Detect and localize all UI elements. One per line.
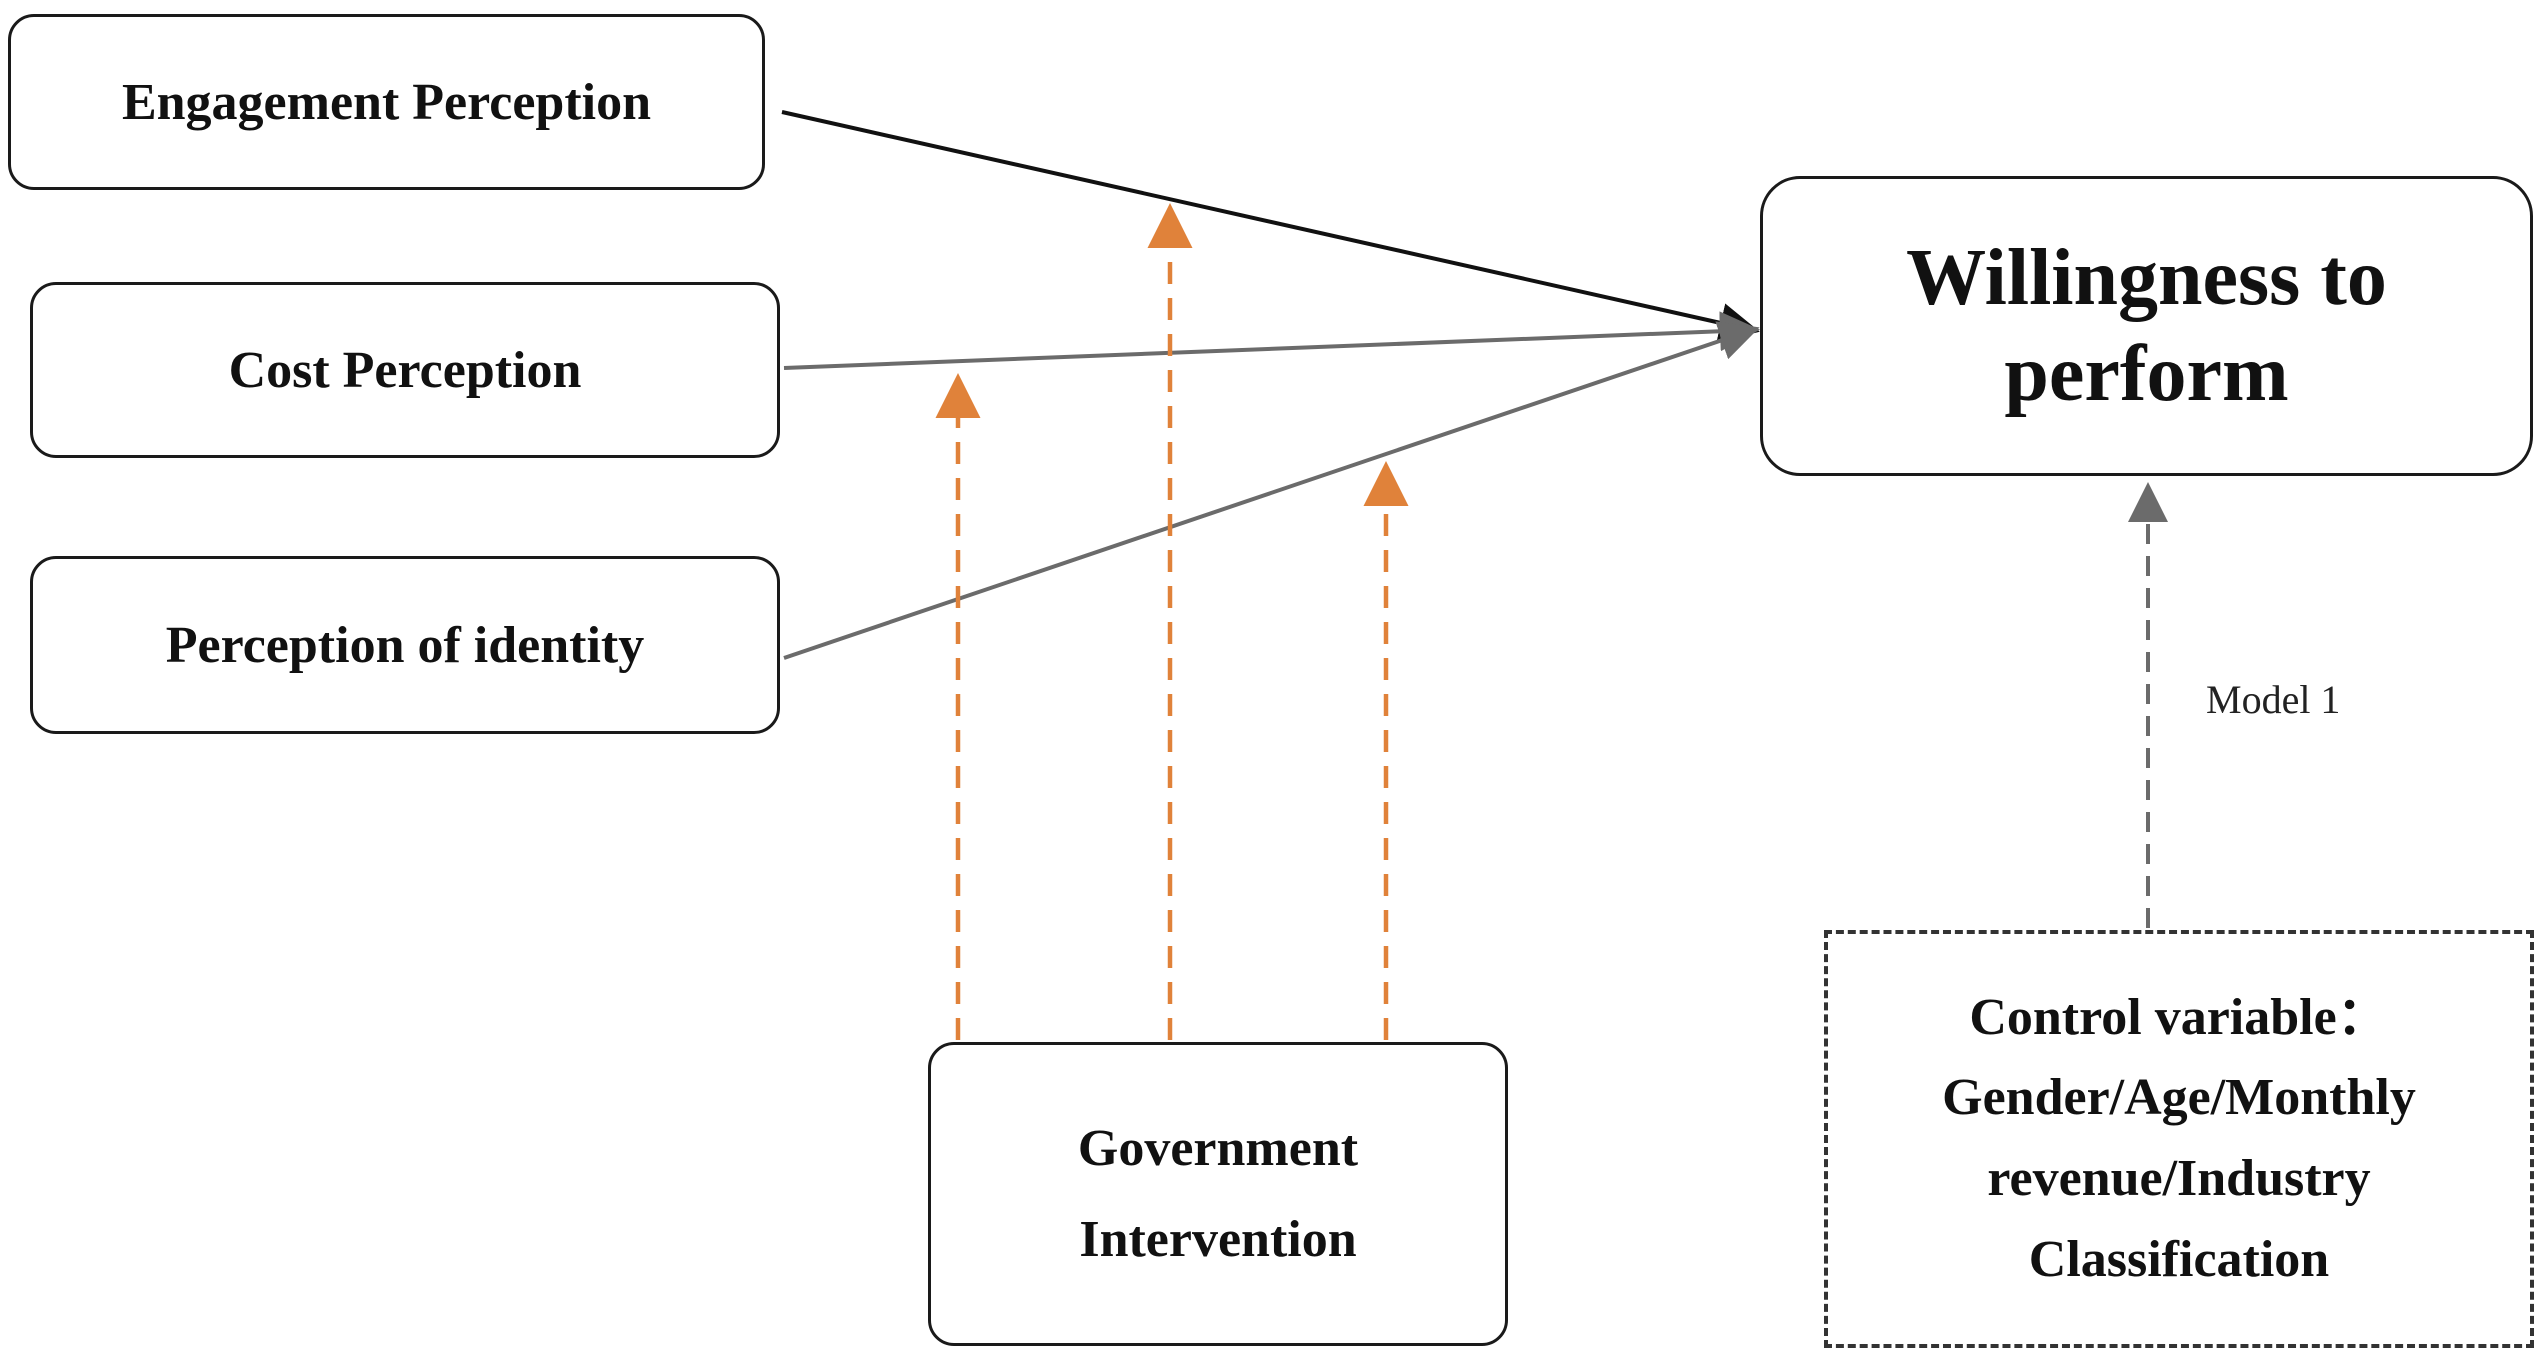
edge-identity-to-willingness [783, 321, 1760, 660]
node-control-label-line4: Classification [2028, 1230, 2330, 1288]
node-willingness-label-line1: Willingness to [1906, 234, 2387, 322]
node-perception-of-identity: Perception of identity [30, 556, 780, 734]
node-identity-label: Perception of identity [165, 616, 645, 674]
node-willingness-to-perform: Willingness to perform [1760, 176, 2533, 476]
node-control-label-line2: Gender/Age/Monthly [1942, 1069, 2416, 1127]
node-cost-perception: Cost Perception [30, 282, 780, 458]
node-engagement-label: Engagement Perception [121, 73, 652, 131]
node-government-label-line2: Intervention [1079, 1211, 1357, 1268]
node-control-variable: Control variable： Gender/Age/Monthly rev… [1824, 930, 2534, 1348]
node-willingness-label-line2: perform [2004, 330, 2289, 418]
edge-label-model-1: Model 1 [2206, 677, 2341, 722]
edge-engagement-to-willingness [781, 110, 1760, 343]
node-government-intervention: Government Intervention [928, 1042, 1508, 1346]
node-government-label-line1: Government [1077, 1120, 1359, 1177]
node-cost-label: Cost Perception [228, 341, 582, 399]
node-control-label-line3: revenue/Industry [1987, 1150, 2371, 1207]
node-control-label-line1: Control variable： [1969, 988, 2389, 1046]
node-engagement-perception: Engagement Perception [8, 14, 765, 190]
edge-cost-to-willingness [783, 311, 1760, 370]
